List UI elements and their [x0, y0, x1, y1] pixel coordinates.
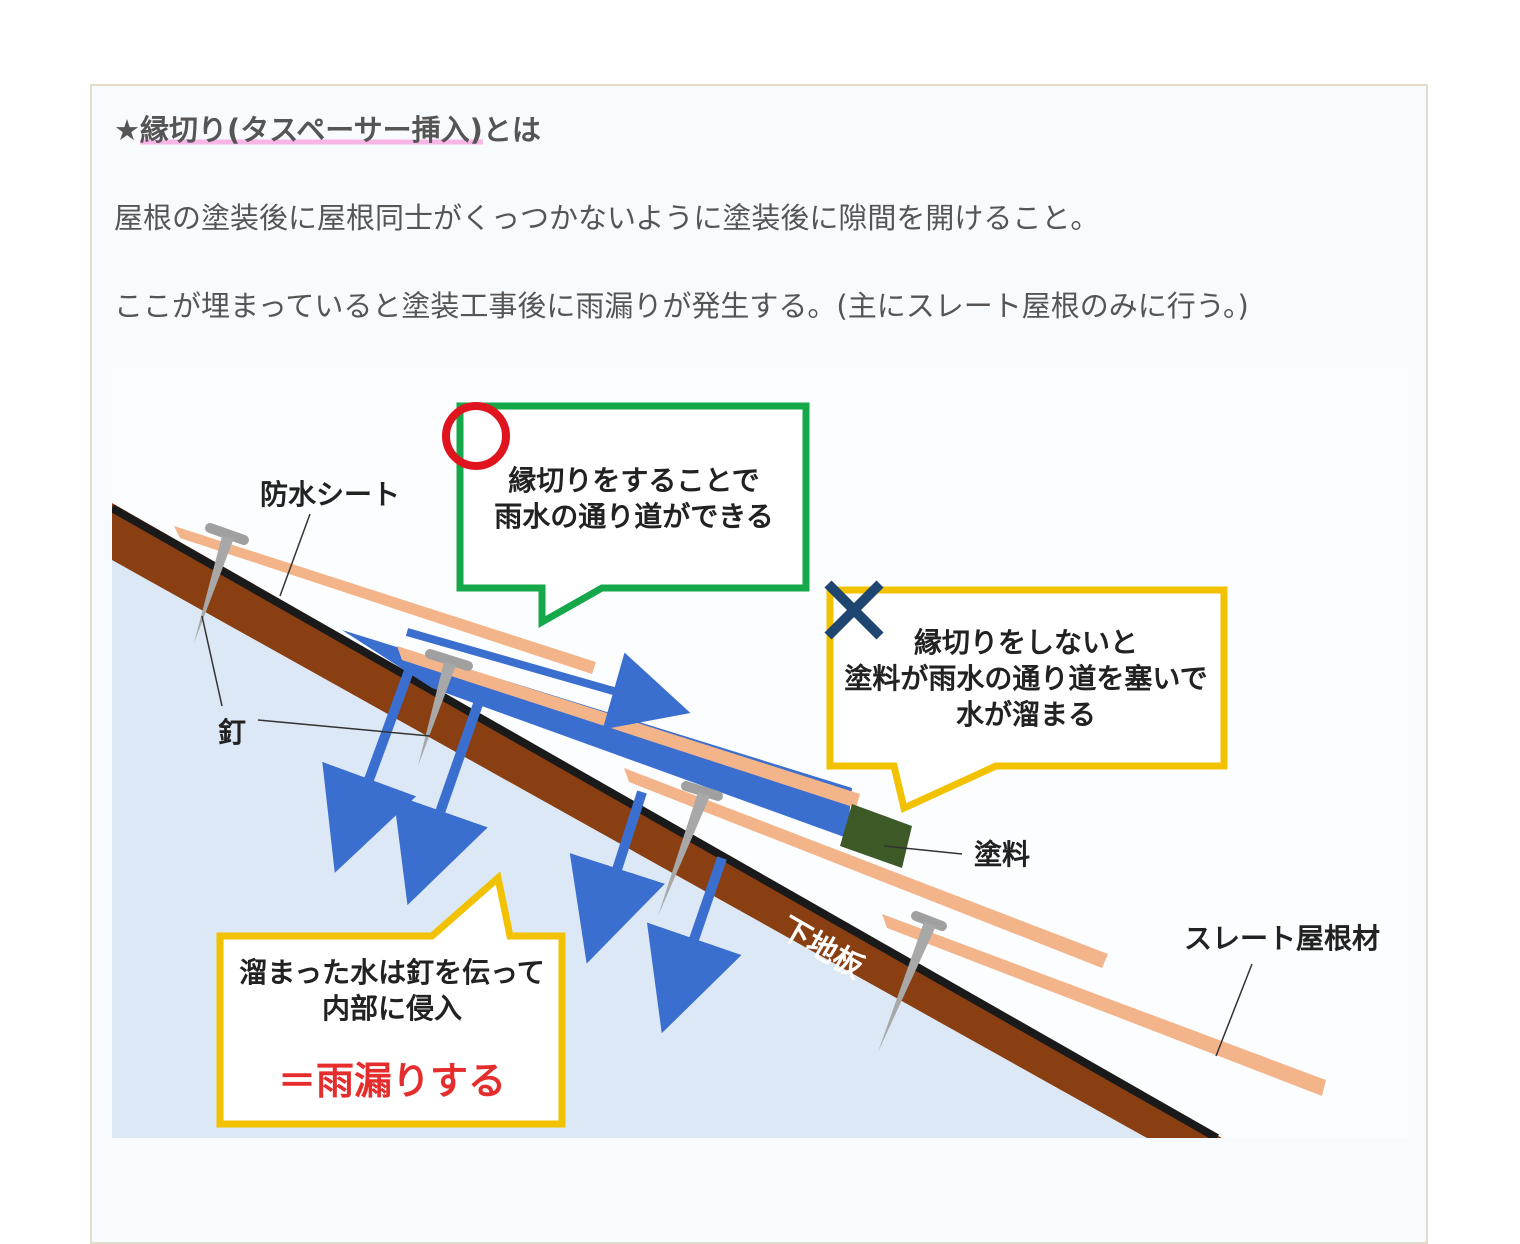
nail-3 [658, 781, 723, 916]
flow-arrow [405, 628, 691, 730]
nail-3-head [681, 781, 723, 801]
leak-arrow-2 [393, 702, 488, 906]
nail-leader-2 [257, 719, 431, 737]
leak-callout-line2: 内部に侵入 [322, 992, 462, 1025]
roof-diagram: 防水シート 釘 塗料 スレート屋根材 下地板 縁切りをすることで 雨水の通り道が… [110, 368, 1408, 1142]
leak-arrow-1 [322, 666, 417, 873]
waterproof-sheet-label: 防水シート [260, 478, 400, 511]
nail-1-shaft [194, 536, 234, 643]
nail-leader-1 [201, 615, 223, 707]
nail-1 [194, 523, 249, 643]
nail-label: 釘 [218, 716, 246, 749]
good-callout-line1: 縁切りをすることで [508, 464, 759, 497]
good-callout-line2: 雨水の通り道ができる [494, 500, 773, 533]
nail-3-shaft [658, 792, 710, 916]
nail-4 [878, 911, 947, 1052]
roof-diagram-svg: 防水シート 釘 塗料 スレート屋根材 下地板 縁切りをすることで 雨水の通り道が… [110, 368, 1408, 1142]
slate-board-1 [174, 526, 596, 674]
nail-4-shaft [878, 922, 936, 1052]
bad-cross-icon [824, 580, 884, 640]
nail-1-head [205, 523, 249, 545]
bad-callout-line2: 塗料が雨水の通り道を塞いで [844, 662, 1207, 695]
nail-2-shaft [418, 662, 456, 766]
paint-blob [840, 804, 912, 868]
heading-rest: とは [482, 113, 541, 147]
leak-callout-line1: 溜まった水は釘を伝って [239, 956, 544, 989]
slate-leader [1215, 963, 1253, 1057]
nail-4-head [911, 911, 947, 931]
leak-arrow-4 [646, 856, 742, 1034]
cross-stroke-2 [824, 580, 884, 640]
bad-callout-line3: 水が溜まる [956, 698, 1096, 731]
leak-callout-box [216, 871, 566, 1128]
waterproof-sheet-line [110, 504, 1219, 1142]
nail-2-head [425, 649, 473, 671]
good-circle-icon [442, 402, 510, 470]
leak-arrow-3 [569, 790, 665, 964]
section-heading: ★縁切り(タスペーサー挿入)とは [114, 110, 541, 150]
paint-label: 塗料 [974, 838, 1030, 871]
slate-board-4 [882, 914, 1326, 1096]
bad-callout-box [826, 586, 1228, 813]
good-callout-box [456, 402, 810, 629]
nail-2 [418, 649, 473, 766]
paint-leader [883, 845, 963, 855]
bad-callout-line1: 縁切りをしないと [914, 626, 1138, 659]
definition-paragraph: 屋根の塗装後に屋根同士がくっつかないように塗装後に隙間を開けること。 [114, 201, 1100, 235]
waterproof-sheet-leader [279, 513, 311, 597]
warning-paragraph: ここが埋まっていると塗装工事後に雨漏りが発生する。(主にスレート屋根のみに行う。… [114, 289, 1249, 323]
leak-callout-result: ＝雨漏りする [278, 1059, 506, 1103]
slate-board-3 [624, 768, 1108, 968]
star-icon: ★ [114, 113, 140, 147]
content-card: ★縁切り(タスペーサー挿入)とは 屋根の塗装後に屋根同士がくっつかないように塗装… [90, 84, 1428, 1244]
slate-label: スレート屋根材 [1184, 922, 1380, 955]
heading-highlight: 縁切り(タスペーサー挿入) [140, 113, 483, 147]
